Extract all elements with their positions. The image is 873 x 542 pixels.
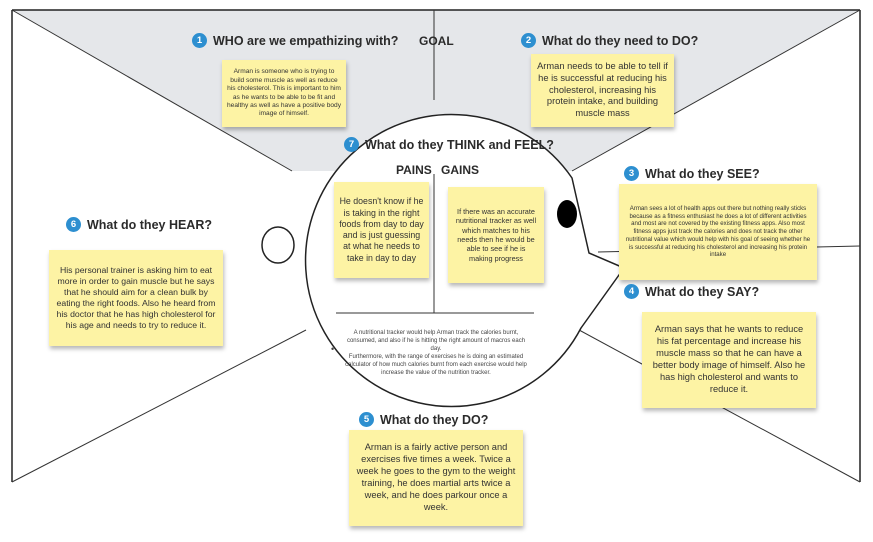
section-title-text: WHO are we empathizing with?: [213, 33, 399, 48]
number-badge: 5: [359, 412, 374, 427]
sticky-note-do: Arman is a fairly active person and exer…: [349, 430, 523, 526]
sticky-note-text: He doesn't know if he is taking in the r…: [339, 196, 424, 263]
number-badge: 4: [624, 284, 639, 299]
sticky-note-text: Arman sees a lot of health apps out ther…: [625, 204, 811, 259]
sticky-note-text: Arman says that he wants to reduce his f…: [652, 324, 806, 394]
section-title-see: 3 What do they SEE?: [624, 166, 760, 181]
section-title-text: What do they THINK and FEEL?: [365, 137, 554, 152]
sticky-note-do-need: Arman needs to be able to tell if he is …: [531, 54, 674, 127]
pains-label: PAINS: [396, 163, 432, 177]
section-title-do: 5 What do they DO?: [359, 412, 488, 427]
number-badge: 2: [521, 33, 536, 48]
goal-band-shading: [12, 10, 860, 171]
sticky-note-text: Arman is a fairly active person and exer…: [356, 442, 516, 512]
bullet-point: •: [331, 344, 335, 354]
sticky-note-who: Arman is someone who is trying to build …: [222, 60, 346, 127]
diagonal-bottom-left: [11, 329, 307, 483]
sticky-note-text: His personal trainer is asking him to ea…: [56, 264, 216, 331]
number-badge: 6: [66, 217, 81, 232]
sticky-note-say: Arman says that he wants to reduce his f…: [642, 312, 816, 408]
section-title-text: What do they SEE?: [645, 166, 760, 181]
section-title-say: 4 What do they SAY?: [624, 284, 759, 299]
sticky-note-see: Arman sees a lot of health apps out ther…: [619, 184, 817, 280]
section-title-who: 1 WHO are we empathizing with?: [192, 33, 398, 48]
think-feel-note-1: A nutritional tracker would help Arman t…: [346, 330, 526, 352]
head-eye: [557, 200, 577, 228]
section-title-text: What do they SAY?: [645, 284, 760, 299]
section-title-hear: 6 What do they HEAR?: [66, 217, 212, 232]
sticky-note-text: If there was an accurate nutritional tra…: [455, 207, 537, 263]
number-badge: 3: [624, 166, 639, 181]
section-title-text: What do they need to DO?: [542, 33, 699, 48]
head-ear: [261, 226, 295, 264]
number-badge: 1: [192, 33, 207, 48]
sticky-note-pains: He doesn't know if he is taking in the r…: [334, 182, 429, 278]
sticky-note-text: Arman is someone who is trying to build …: [227, 68, 341, 118]
gains-label: GAINS: [441, 163, 480, 177]
sticky-note-gains: If there was an accurate nutritional tra…: [448, 187, 544, 283]
diagonal-top-right: [571, 9, 861, 172]
sticky-note-text: Arman needs to be able to tell if he is …: [537, 60, 668, 119]
goal-label: GOAL: [419, 34, 454, 48]
sticky-note-hear: His personal trainer is asking him to ea…: [49, 250, 223, 346]
section-title-text: What do they HEAR?: [87, 217, 212, 232]
diagonal-top-left: [11, 9, 293, 172]
think-feel-note-2: Furthermore, with the range of exercises…: [345, 354, 527, 376]
section-title-do-need: 2 What do they need to DO?: [521, 33, 698, 48]
number-badge: 7: [344, 137, 359, 152]
section-title-text: What do they DO?: [380, 412, 489, 427]
section-title-think-feel: 7 What do they THINK and FEEL?: [344, 137, 554, 152]
